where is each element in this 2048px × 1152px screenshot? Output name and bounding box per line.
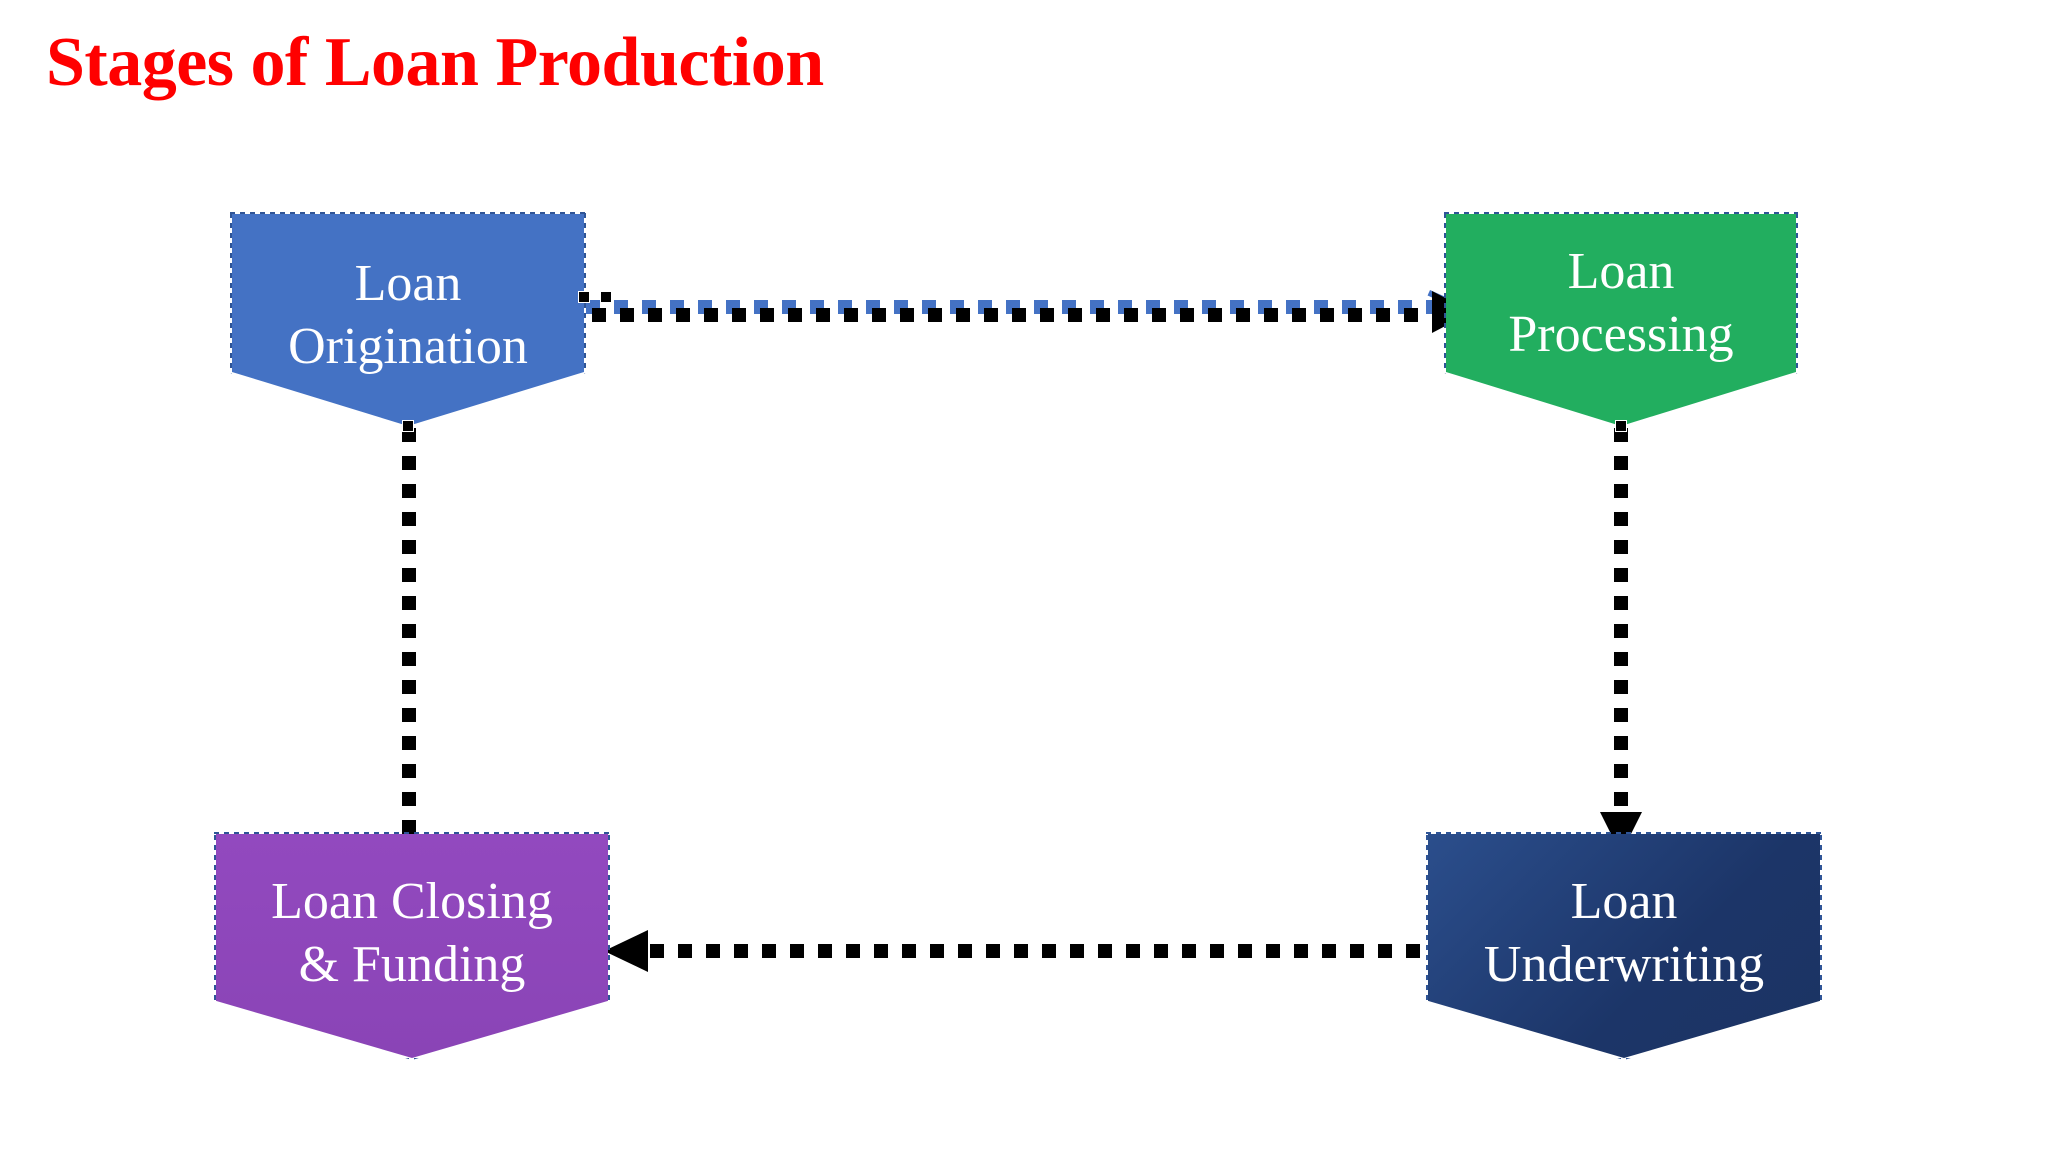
selection-handle[interactable] [402, 420, 414, 432]
arrowhead-left-icon [604, 930, 648, 972]
shape-label-loan-processing: Loan Processing [1508, 243, 1734, 363]
shape-loan-origination[interactable]: Loan Origination [230, 212, 586, 428]
selection-handle[interactable] [578, 291, 590, 303]
shape-label-loan-underwriting: Loan Underwriting [1483, 873, 1765, 993]
connector-underwriting-to-closing[interactable] [650, 944, 1440, 958]
page-title: Stages of Loan Production [46, 24, 824, 101]
connector-origination-to-closing[interactable] [402, 428, 416, 838]
shape-label-loan-origination: Loan Origination [288, 255, 528, 375]
connector-processing-to-underwriting[interactable] [1614, 428, 1628, 818]
shape-label-loan-closing-funding: Loan Closing & Funding [271, 873, 553, 993]
selection-handle[interactable] [600, 291, 612, 303]
shape-loan-processing[interactable]: Loan Processing [1444, 212, 1798, 428]
connector-origination-to-processing[interactable] [592, 308, 1468, 322]
shape-loan-closing-funding[interactable]: Loan Closing & Funding [214, 832, 610, 1060]
selection-handle[interactable] [1615, 420, 1627, 432]
shape-loan-underwriting[interactable]: Loan Underwriting [1426, 832, 1822, 1060]
